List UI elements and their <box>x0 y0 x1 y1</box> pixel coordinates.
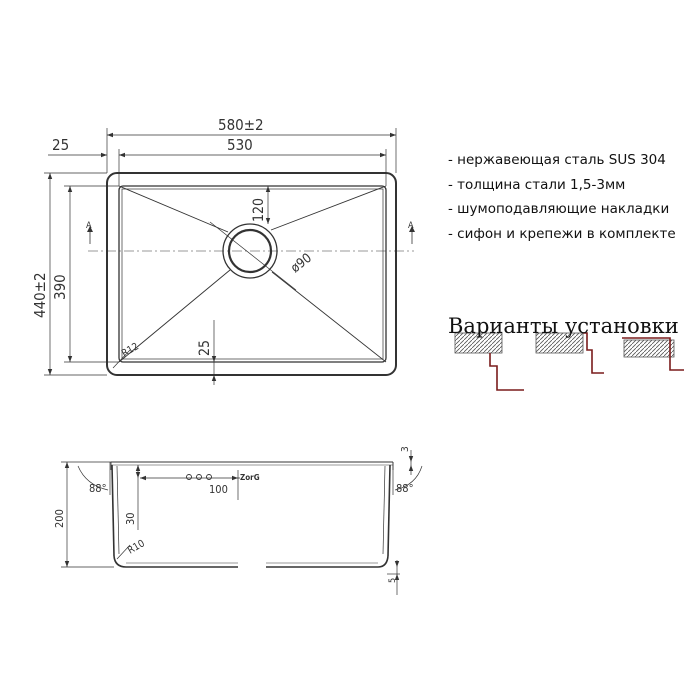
install-variants <box>454 332 684 391</box>
dim-bottom-thickness: 5 <box>388 578 398 583</box>
install-variant-flush <box>535 332 604 374</box>
dim-bottom-radius: R10 <box>126 538 147 557</box>
dim-drain-offset: 120 <box>251 198 267 222</box>
section-mark-right: A <box>408 221 414 231</box>
feature-item: - сифон и крепежи в комплекте <box>448 225 676 242</box>
feature-item: - толщина стали 1,5-3мм <box>448 176 626 193</box>
dim-inner-width: 530 <box>227 136 253 154</box>
dim-drain-diameter: ø90 <box>288 251 315 276</box>
feature-item: - шумоподавляющие накладки <box>448 201 670 217</box>
top-dimensions <box>44 128 397 385</box>
dim-overflow-distance: 100 <box>209 483 228 496</box>
inner-bowl <box>118 185 387 363</box>
feature-list: - нержавеющая сталь SUS 304 - толщина ст… <box>448 148 676 246</box>
top-view <box>88 172 414 376</box>
dim-angle-left: 88° <box>89 482 107 495</box>
dim-flange: 25 <box>52 136 69 154</box>
side-dimensions <box>61 450 423 595</box>
dim-overflow-height: 30 <box>124 512 137 525</box>
dim-bottom-offset: 25 <box>197 340 213 356</box>
dim-overall-width: 580±2 <box>218 116 264 134</box>
side-view <box>110 461 394 568</box>
dim-inner-height: 390 <box>51 274 69 300</box>
feature-item: - нержавеющая сталь SUS 304 <box>448 152 666 168</box>
dim-depth: 200 <box>53 509 66 528</box>
outer-rim <box>106 172 397 376</box>
dim-top-thickness: 3 <box>400 446 411 452</box>
section-mark-left: A <box>86 221 92 231</box>
install-variant-over <box>622 337 684 371</box>
install-title: Варианты установки <box>448 314 679 338</box>
dim-angle-right: 88° <box>396 482 414 495</box>
dim-corner-radius: R12 <box>120 341 141 359</box>
brand-logo: ZorG <box>240 473 260 482</box>
install-variant-under <box>454 332 524 391</box>
dim-overall-height: 440±2 <box>31 272 49 318</box>
